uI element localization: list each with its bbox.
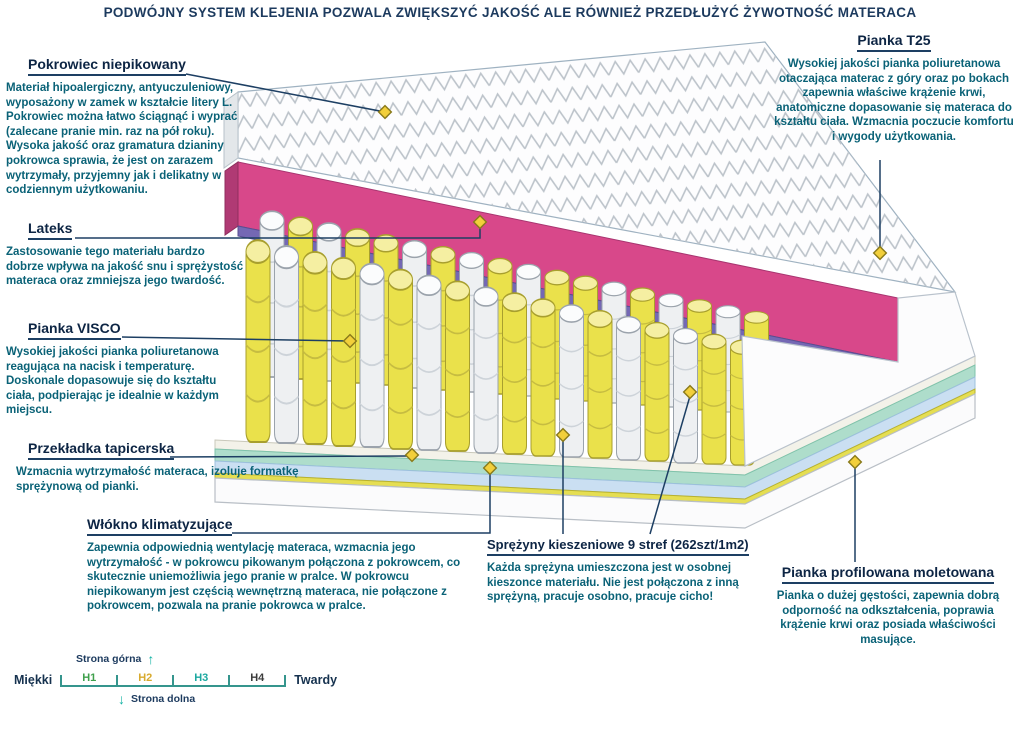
callout-wlokno-title: Włókno klimatyzujące [87,516,233,536]
callout-wlokno: Włókno klimatyzujące Zapewnia odpowiedni… [75,516,479,614]
callout-przekladka: Przekładka tapicerska Wzmacnia wytrzymał… [16,440,346,494]
callout-wlokno-body: Zapewnia odpowiednią wentylację materaca… [87,542,461,613]
callout-pokrowiec: Pokrowiec niepikowany Materiał hipoalerg… [6,56,258,198]
t25-foam-side [741,291,976,467]
arrow-down-icon: ↓ [118,691,125,707]
callout-przekladka-body: Wzmacnia wytrzymałość materaca, izoluje … [16,466,299,493]
banner-title: PODWÓJNY SYSTEM KLEJENIA POZWALA ZWIĘKSZ… [103,5,917,20]
callout-przekladka-title: Przekładka tapicerska [28,440,175,460]
hardness-scale: Strona górna ↑ Miękki H1 H2 H3 H4 Twardy [14,652,354,706]
callout-profilowana-body: Pianka o dużej gęstości, zapewnia dobrą … [776,590,1000,646]
callout-profilowana-title: Pianka profilowana moletowana [781,564,995,584]
scale-level-2: H2 [138,672,153,684]
callout-pianka-t25: Pianka T25 Wysokiej jakości pianka poliu… [772,32,1016,145]
scale-level-3: H3 [194,672,209,684]
callout-pianka-t25-body: Wysokiej jakości pianka poliuretanowa ot… [774,58,1014,143]
upper-side-row: Strona górna ↑ [76,652,354,666]
callout-lateks-body: Zastosowanie tego materiału bardzo dobrz… [6,246,244,288]
callout-pianka-t25-title: Pianka T25 [857,32,931,52]
callout-visco-body: Wysokiej jakości pianka poliuretanowa re… [6,346,219,417]
hardness-segment-h3: H3 [172,672,228,687]
hardness-segment-h1: H1 [60,672,116,687]
lower-side-row: ↓ Strona dolna [118,692,354,706]
hardness-segment-h2: H2 [116,672,172,687]
hardness-track: H1 H2 H3 H4 [60,672,287,687]
quilted-cover-layer [223,41,957,293]
soft-label: Miękki [14,672,53,687]
hard-label: Twardy [294,672,338,687]
callout-sprezyny: Sprężyny kieszeniowe 9 stref (262szt/1m2… [487,536,777,605]
scale-level-1: H1 [82,672,97,684]
profiled-foam-base [214,393,976,529]
arrow-up-icon: ↑ [147,651,155,667]
callout-lateks: Lateks Zastosowanie tego materiału bardz… [6,220,244,289]
callout-sprezyny-body: Każda sprężyna umieszczona jest w osobne… [487,562,739,604]
hardness-scale-row: Miękki H1 H2 H3 H4 Twardy [14,672,354,687]
callout-lateks-title: Lateks [28,220,73,240]
scale-level-4: H4 [250,672,265,684]
hardness-segment-h4: H4 [228,672,287,687]
callout-sprezyny-title: Sprężyny kieszeniowe 9 stref (262szt/1m2… [487,537,749,556]
callout-visco: Pianka VISCO Wysokiej jakości pianka pol… [6,320,246,418]
callout-lines [75,73,881,562]
upper-side-label: Strona górna [76,653,142,665]
lower-side-label: Strona dolna [131,693,196,705]
callout-pokrowiec-title: Pokrowiec niepikowany [28,56,186,76]
callout-profilowana: Pianka profilowana moletowana Pianka o d… [760,564,1016,647]
callout-pokrowiec-body: Materiał hipoalergiczny, antyuczuleniowy… [6,82,238,197]
callout-visco-title: Pianka VISCO [28,320,121,340]
